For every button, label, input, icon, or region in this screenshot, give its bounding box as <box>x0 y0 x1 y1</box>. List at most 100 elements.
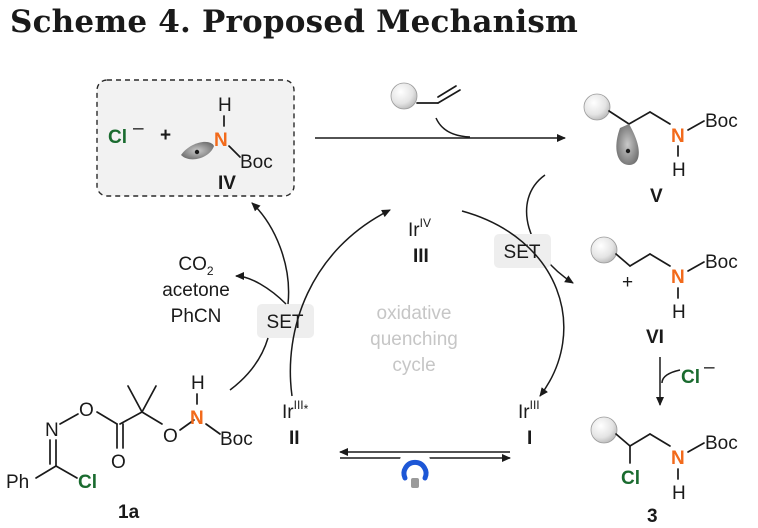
ir-iii: IrIII <box>518 398 540 423</box>
1a-chlorine: Cl <box>78 472 97 493</box>
label-I: I <box>527 428 532 449</box>
vi-ball-icon <box>590 236 618 264</box>
1a-oc-bond <box>96 411 118 425</box>
1a-nitrogen: N <box>190 408 204 429</box>
1a-co-bond-3 <box>141 411 163 425</box>
p3-nboc-bond <box>687 442 705 453</box>
reagent-1a: Ph Cl N O O O H N Boc 1a <box>6 373 253 523</box>
1a-oxygen-carbonyl: O <box>111 452 126 473</box>
label-III: III <box>413 246 429 267</box>
v-hydrogen: H <box>672 160 686 181</box>
p3-bond-3 <box>649 433 671 447</box>
vi-bond-2 <box>629 253 651 267</box>
iv-hydrogen: H <box>218 95 232 116</box>
light-bulb-icon <box>400 454 430 488</box>
scheme-title: Scheme 4. Proposed Mechanism <box>10 4 579 40</box>
1a-nboc-bond <box>205 423 221 435</box>
byproduct-phcn: PhCN <box>171 306 222 327</box>
v-radical-orbital-icon <box>616 124 639 165</box>
alkene-reagent <box>390 82 461 110</box>
chloride-entry-arrow <box>661 369 681 384</box>
1a-hydrogen: H <box>191 373 205 394</box>
p3-bond-1 <box>615 433 631 447</box>
1a-oxime-nitrogen: N <box>45 420 59 441</box>
v-to-vi-arrow <box>525 174 574 284</box>
label-IV: IV <box>218 173 236 194</box>
byproduct-co2: CO2 <box>178 254 214 278</box>
1a-no-bond <box>59 413 79 425</box>
ir-iii-excited: IrIII* <box>282 398 309 423</box>
vi-boc: Boc <box>705 252 738 273</box>
step-chloride: Cl <box>681 367 700 388</box>
set-to-byproducts-arrow <box>235 272 287 305</box>
byproducts: CO2 acetone PhCN <box>162 254 230 327</box>
v-bond-1 <box>608 110 630 125</box>
1a-bond-ph <box>35 465 57 479</box>
vi-nitrogen: N <box>671 267 685 288</box>
ir-iv: IrIV <box>408 216 431 241</box>
cycle-name-line-3: cycle <box>392 355 435 376</box>
alkene-bond-2 <box>437 89 461 104</box>
p3-bond-2 <box>629 433 651 447</box>
1a-oxygen-3: O <box>163 426 178 447</box>
v-boc: Boc <box>705 111 738 132</box>
dashed-box <box>96 79 295 197</box>
label-V: V <box>650 186 663 207</box>
p3-ball-icon <box>590 416 618 444</box>
v-bond-2 <box>628 111 651 125</box>
cycle-name-line-1: oxidative <box>377 303 452 324</box>
vi-bond-1 <box>615 253 631 267</box>
p3-hydrogen: H <box>672 483 686 504</box>
v-nboc-bond <box>687 120 705 131</box>
set-to-radical-arrow <box>251 202 290 305</box>
1a-ccl-bond <box>55 465 78 479</box>
plus-sign: + <box>160 125 171 146</box>
1a-methyl-2 <box>141 385 157 413</box>
1a-boc: Boc <box>220 429 253 450</box>
byproduct-acetone: acetone <box>162 280 230 301</box>
v-radical-dot <box>625 148 631 154</box>
chloride-charge: – <box>133 118 144 139</box>
p3-boc: Boc <box>705 433 738 454</box>
p3-nitrogen: N <box>671 448 685 469</box>
radical-dot <box>194 149 200 155</box>
product-3: Cl N Boc H 3 <box>590 416 738 527</box>
nitrogen-radical-box: Cl – + H N Boc IV <box>96 79 295 197</box>
substituent-ball-icon <box>390 82 418 110</box>
label-VI: VI <box>646 327 664 348</box>
vi-bond-3 <box>649 253 671 267</box>
label-1a: 1a <box>118 502 140 523</box>
vi-hydrogen: H <box>672 302 686 323</box>
vi-nboc-bond <box>687 261 705 272</box>
alkene-bond-3 <box>437 85 457 98</box>
1a-phenyl: Ph <box>6 472 29 493</box>
step-chloride-charge: – <box>704 357 715 378</box>
v-ball-icon <box>583 93 611 121</box>
set-right-label: SET <box>504 242 541 263</box>
set-left-label: SET <box>267 312 304 333</box>
intermediate-V: N Boc H V <box>583 93 738 207</box>
v-nitrogen: N <box>671 126 685 147</box>
intermediate-VI: + N Boc H VI <box>590 236 738 348</box>
ii-to-iii-arrow <box>289 209 391 397</box>
1a-cc-bond <box>119 411 143 425</box>
iv-nitrogen: N <box>214 130 228 151</box>
1a-methyl-1 <box>127 385 143 413</box>
cycle-name-line-2: quenching <box>370 329 458 350</box>
catalytic-cycle: oxidative quenching cycle IrIV III IrIII… <box>229 202 565 488</box>
label-II: II <box>289 428 300 449</box>
iv-nboc-bond <box>228 145 241 158</box>
alkene-entry-arrow <box>435 117 471 138</box>
p3-chlorine: Cl <box>621 468 640 489</box>
chloride-ion: Cl <box>108 127 127 148</box>
reagent-to-set-arrow <box>229 337 269 391</box>
1a-on-bond <box>179 419 195 431</box>
iii-to-i-arrow <box>461 210 565 397</box>
1a-oxygen-1: O <box>79 400 94 421</box>
vi-cation-plus: + <box>622 272 633 293</box>
iv-boc: Boc <box>240 152 273 173</box>
set-right-badge <box>494 234 551 268</box>
v-bond-3 <box>649 111 671 125</box>
label-3: 3 <box>647 506 658 527</box>
